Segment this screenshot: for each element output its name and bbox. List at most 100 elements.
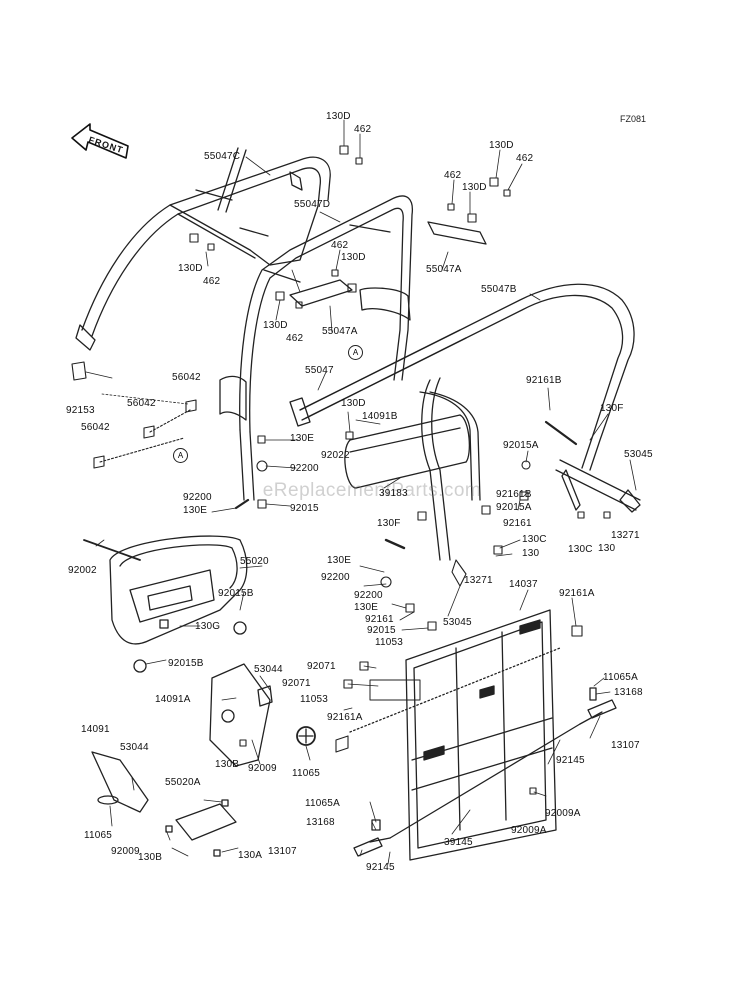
part-label-14091a[interactable]: 14091A [155, 694, 191, 705]
part-label-462[interactable]: 462 [354, 124, 372, 135]
part-label-92022[interactable]: 92022 [321, 450, 350, 461]
part-label-56042[interactable]: 56042 [81, 422, 110, 433]
part-label-53045[interactable]: 53045 [443, 617, 472, 628]
cable-39145 [353, 687, 617, 857]
part-label-130e[interactable]: 130E [327, 555, 352, 566]
part-label-56042[interactable]: 56042 [172, 372, 201, 383]
tube-39183 [344, 414, 471, 489]
part-label-92161a[interactable]: 92161A [327, 712, 363, 723]
part-label-130d[interactable]: 130D [326, 111, 351, 122]
part-label-92015b[interactable]: 92015B [218, 588, 254, 599]
part-label-130a[interactable]: 130A [238, 850, 263, 861]
roll-bar-55047c [75, 147, 331, 351]
part-label-13271[interactable]: 13271 [611, 530, 640, 541]
part-label-11053[interactable]: 11053 [375, 637, 404, 648]
part-label-92161b[interactable]: 92161B [526, 375, 562, 386]
part-label-130g[interactable]: 130G [195, 621, 221, 632]
part-label-53045[interactable]: 53045 [624, 449, 653, 460]
part-label-55047[interactable]: 55047 [305, 365, 334, 376]
part-label-92009[interactable]: 92009 [111, 846, 140, 857]
part-label-130b[interactable]: 130B [215, 759, 240, 770]
part-label-11053[interactable]: 11053 [300, 694, 329, 705]
part-label-92015[interactable]: 92015 [367, 625, 396, 636]
part-label-56042[interactable]: 56042 [127, 398, 156, 409]
part-label-39145[interactable]: 39145 [444, 837, 473, 848]
part-label-92153[interactable]: 92153 [66, 405, 95, 416]
part-label-462[interactable]: 462 [516, 153, 534, 164]
part-label-55020[interactable]: 55020 [240, 556, 269, 567]
part-label-130f[interactable]: 130F [377, 518, 401, 529]
part-label-92009[interactable]: 92009 [248, 763, 277, 774]
part-label-92015b[interactable]: 92015B [168, 658, 204, 669]
part-label-13107[interactable]: 13107 [611, 740, 640, 751]
part-label-55047d[interactable]: 55047D [294, 199, 331, 210]
part-label-130e[interactable]: 130E [290, 433, 315, 444]
part-label-130f[interactable]: 130F [600, 403, 624, 414]
part-label-92071[interactable]: 92071 [307, 661, 336, 672]
leader-lines [85, 119, 637, 865]
part-label-130d[interactable]: 130D [341, 398, 366, 409]
part-label-14091b[interactable]: 14091B [362, 411, 398, 422]
part-label-39183[interactable]: 39183 [379, 488, 408, 499]
part-label-55047c[interactable]: 55047C [204, 151, 241, 162]
part-label-11065[interactable]: 11065 [292, 768, 321, 779]
part-label-55047a[interactable]: 55047A [426, 264, 462, 275]
part-label-92009a[interactable]: 92009A [511, 825, 547, 836]
part-label-92145[interactable]: 92145 [556, 755, 585, 766]
part-label-130d[interactable]: 130D [178, 263, 203, 274]
part-label-92145[interactable]: 92145 [366, 862, 395, 873]
part-label-130d[interactable]: 130D [341, 252, 366, 263]
part-label-92002[interactable]: 92002 [68, 565, 97, 576]
part-label-92161a[interactable]: 92161A [559, 588, 595, 599]
part-label-130e[interactable]: 130E [354, 602, 379, 613]
part-label-55047b[interactable]: 55047B [481, 284, 517, 295]
part-label-462[interactable]: 462 [444, 170, 462, 181]
part-label-92200[interactable]: 92200 [354, 590, 383, 601]
part-label-14091[interactable]: 14091 [81, 724, 110, 735]
part-label-130e[interactable]: 130E [183, 505, 208, 516]
part-label-11065a[interactable]: 11065A [603, 672, 638, 683]
part-label-130[interactable]: 130 [522, 548, 540, 559]
cross-bar-55047 [289, 329, 467, 427]
part-label-92200[interactable]: 92200 [183, 492, 212, 503]
part-label-13168[interactable]: 13168 [614, 687, 643, 698]
bumper-55020 [83, 535, 248, 673]
part-label-92161[interactable]: 92161 [503, 518, 532, 529]
part-label-130b[interactable]: 130B [138, 852, 163, 863]
part-label-92161[interactable]: 92161 [365, 614, 394, 625]
part-label-92015a[interactable]: 92015A [503, 440, 539, 451]
part-label-462[interactable]: 462 [331, 240, 349, 251]
part-label-13107[interactable]: 13107 [268, 846, 297, 857]
bolt-set-top [189, 145, 511, 309]
tailgate-14037 [349, 609, 561, 861]
part-label-130d[interactable]: 130D [489, 140, 514, 151]
roll-bar-55047d [219, 195, 414, 501]
part-label-53044[interactable]: 53044 [254, 664, 283, 675]
guard-14091a [209, 663, 316, 767]
part-label-53044[interactable]: 53044 [120, 742, 149, 753]
part-label-92200[interactable]: 92200 [290, 463, 319, 474]
part-label-92015[interactable]: 92015 [290, 503, 319, 514]
part-label-92071[interactable]: 92071 [282, 678, 311, 689]
part-label-11065a[interactable]: 11065A [305, 798, 340, 809]
part-label-92009a[interactable]: 92009A [545, 808, 581, 819]
part-label-13271[interactable]: 13271 [464, 575, 493, 586]
part-label-130d[interactable]: 130D [462, 182, 487, 193]
part-label-462[interactable]: 462 [203, 276, 221, 287]
part-label-14037[interactable]: 14037 [509, 579, 538, 590]
part-label-92200[interactable]: 92200 [321, 572, 350, 583]
part-label-13168[interactable]: 13168 [306, 817, 335, 828]
part-label-11065[interactable]: 11065 [84, 830, 113, 841]
guard-14091 [91, 751, 149, 813]
part-label-92161b[interactable]: 92161B [496, 489, 532, 500]
part-label-55047a[interactable]: 55047A [322, 326, 358, 337]
part-label-130[interactable]: 130 [598, 543, 616, 554]
part-label-55020a[interactable]: 55020A [165, 777, 201, 788]
part-label-130c[interactable]: 130C [568, 544, 593, 555]
part-label-130c[interactable]: 130C [522, 534, 547, 545]
part-label-130d[interactable]: 130D [263, 320, 288, 331]
part-label-462[interactable]: 462 [286, 333, 304, 344]
part-label-92015a[interactable]: 92015A [496, 502, 532, 513]
roll-bar-55047b [299, 283, 641, 561]
